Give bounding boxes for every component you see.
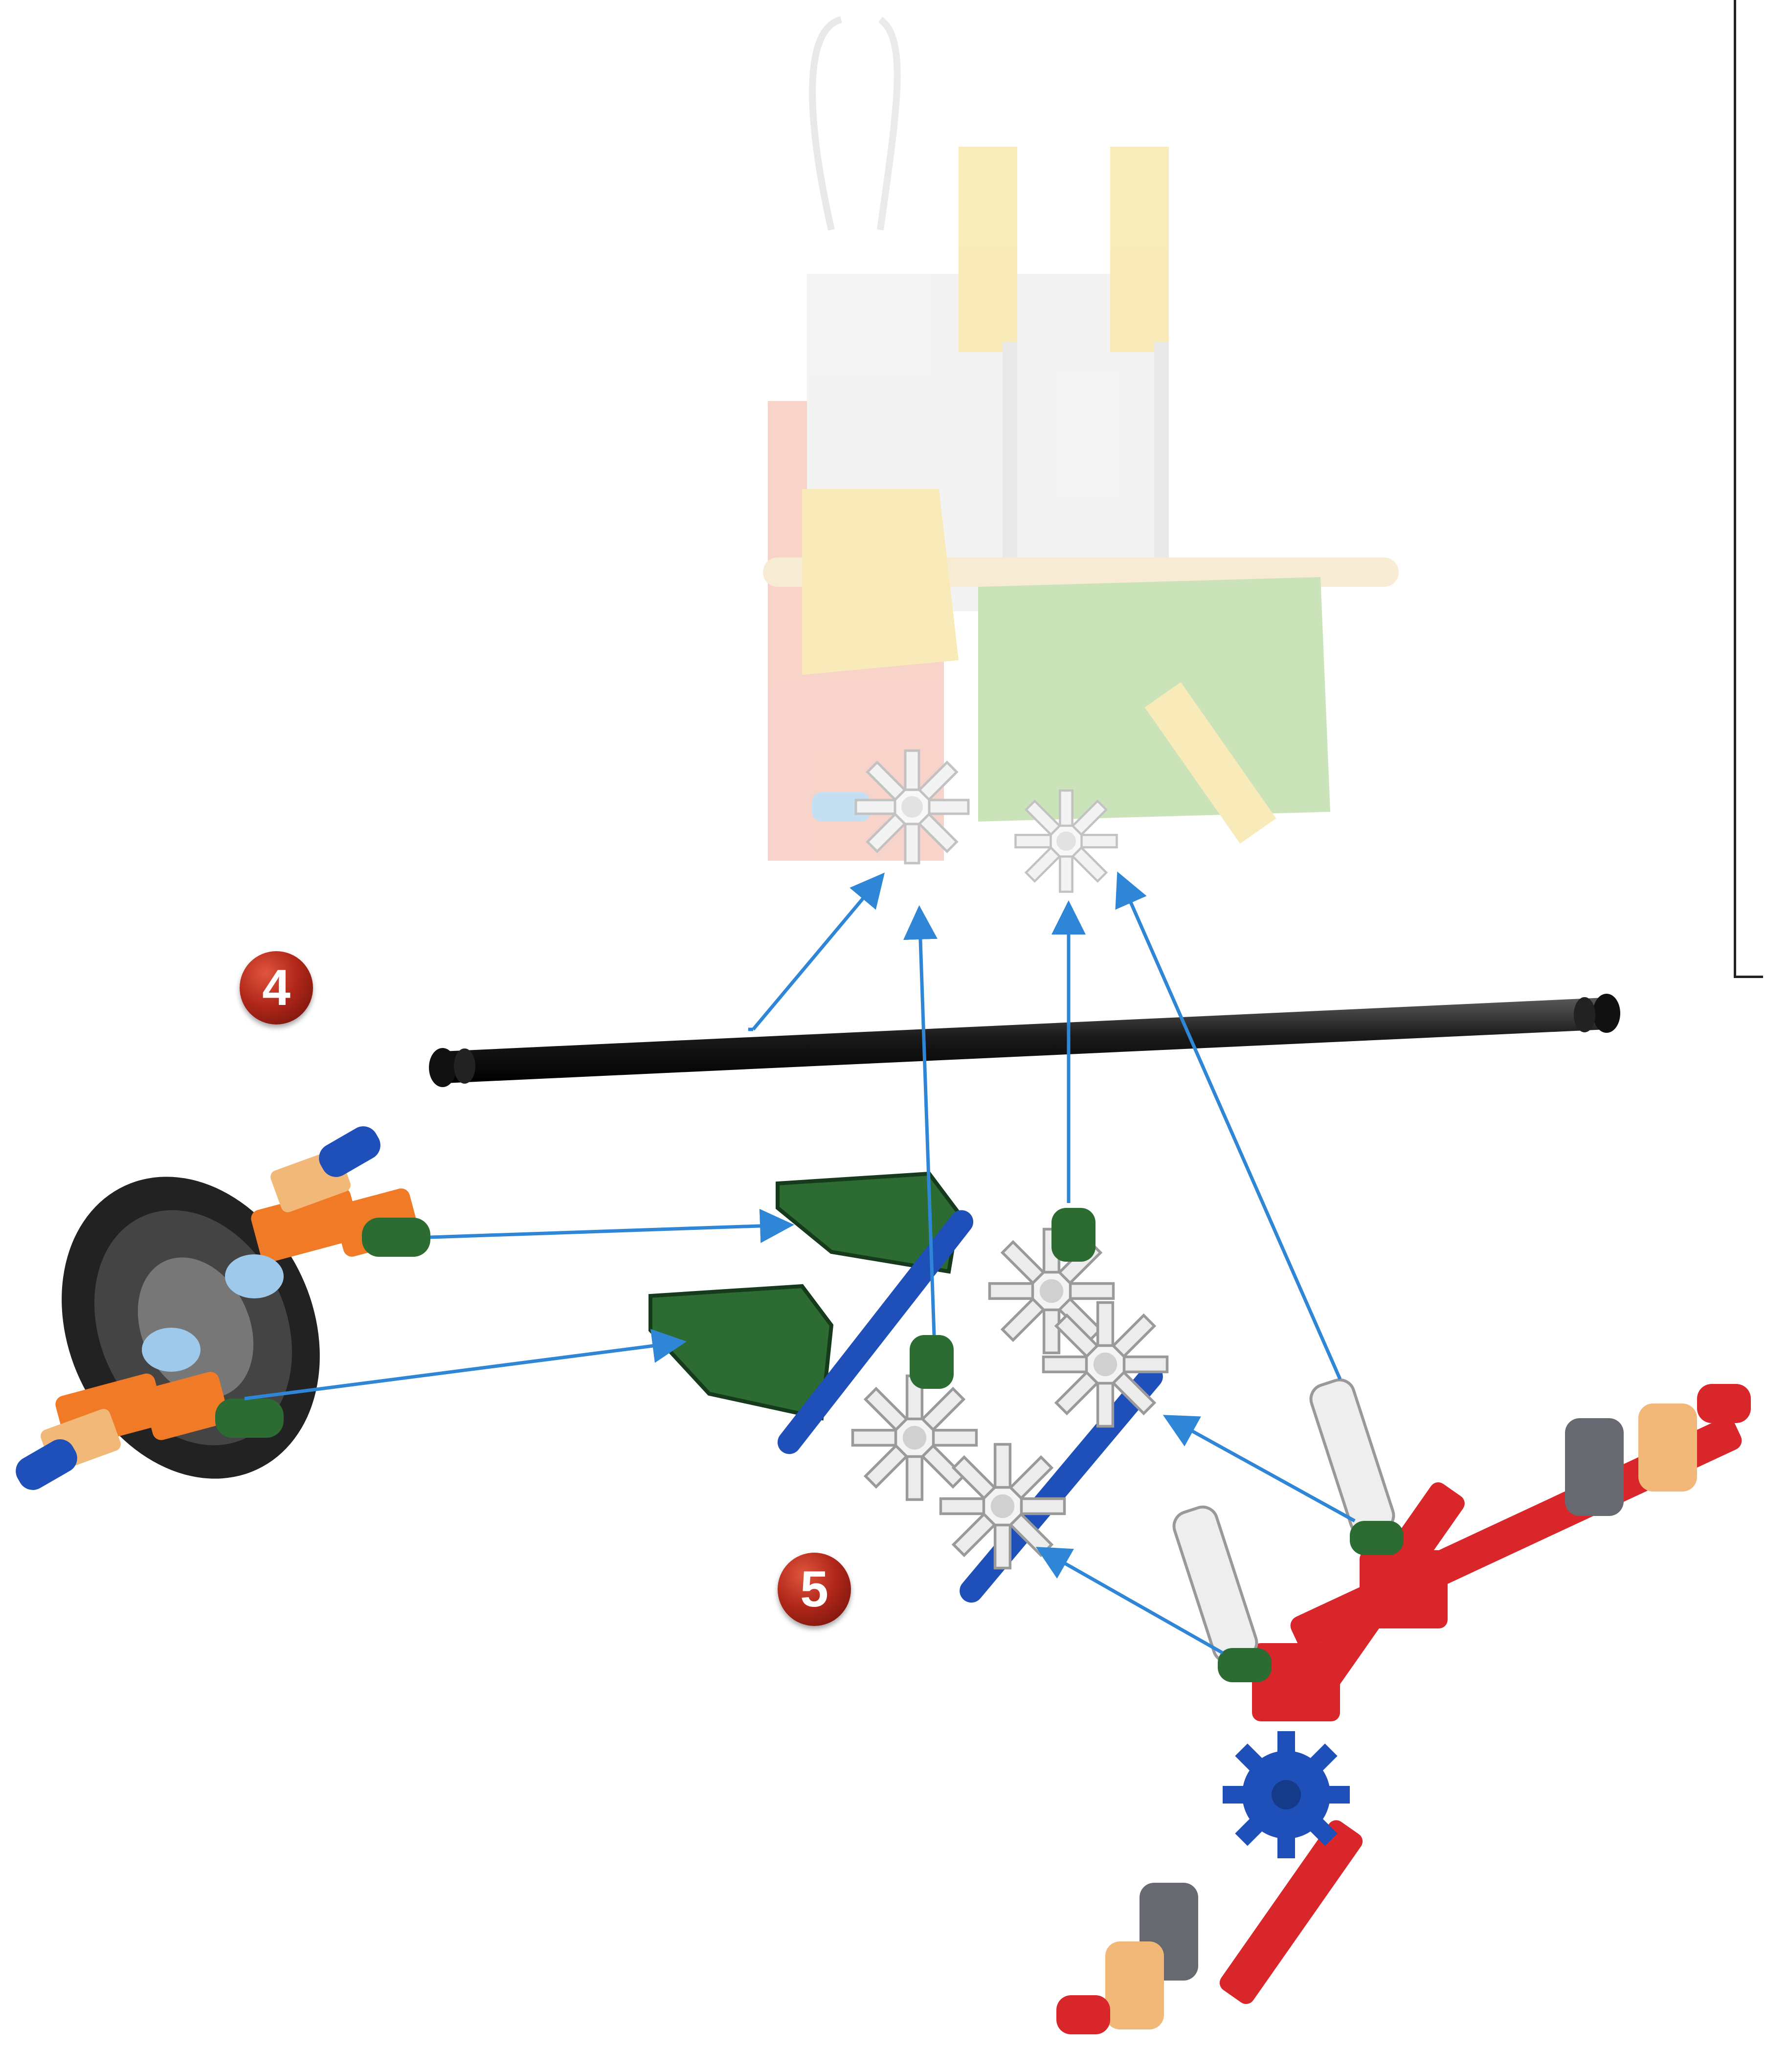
- step-number-badge: 4: [240, 951, 313, 1025]
- arrow: [1120, 878, 1340, 1379]
- red-base-frame: [1056, 1376, 1751, 2034]
- sidebar-frame: [1734, 0, 1763, 978]
- blue-gear: [1223, 1731, 1350, 1858]
- arrow: [430, 1225, 787, 1237]
- wheel-assembly: [10, 1121, 430, 1521]
- black-rod: [429, 994, 1620, 1087]
- faded-completed-assembly: [763, 20, 1399, 892]
- step-number-badge: 5: [778, 1553, 851, 1626]
- arrow: [753, 878, 880, 1029]
